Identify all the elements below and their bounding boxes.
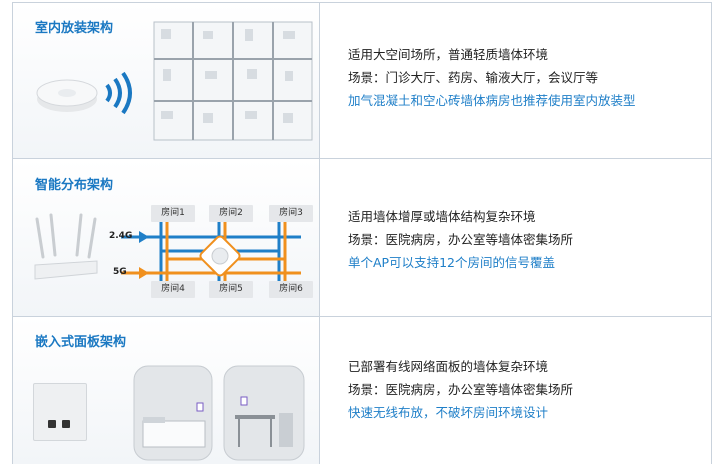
floor-plan-icon (153, 21, 313, 141)
row-description: 已部署有线网络面板的墙体复杂环境 场景：医院病房，办公室等墙体密集场所 快速无线… (348, 355, 573, 424)
row-smart: 智能分布架构 (13, 158, 711, 317)
architecture-table: 室内放装架构 (12, 2, 712, 464)
room-label: 房间2 (209, 205, 253, 222)
desc-highlight: 快速无线布放，不破坏房间环境设计 (348, 405, 549, 420)
desc-line: 场景：门诊大厅、药房、输液大厅，会议厅等 (348, 70, 599, 85)
desc-highlight: 加气混凝土和空心砖墙体病房也推荐使用室内放装型 (348, 93, 636, 108)
row-indoor: 室内放装架构 (13, 3, 711, 158)
band-24g-label: 2.4G (109, 231, 133, 241)
desc-highlight: 单个AP可以支持12个房间的信号覆盖 (348, 255, 555, 270)
row-smart-visual: 智能分布架构 (13, 159, 320, 317)
desc-line: 已部署有线网络面板的墙体复杂环境 (348, 359, 549, 374)
room-label: 房间4 (151, 281, 195, 298)
distribution-lines (121, 219, 301, 289)
band-5g-label: 5G (113, 267, 127, 277)
row-embedded-text: 已部署有线网络面板的墙体复杂环境 场景：医院病房，办公室等墙体密集场所 快速无线… (320, 317, 711, 464)
office-room-icon (223, 365, 305, 461)
row-indoor-text: 适用大空间场所，普通轻质墙体环境 场景：门诊大厅、药房、输液大厅，会议厅等 加气… (320, 3, 711, 158)
multi-antenna-ap-icon (34, 213, 98, 280)
row-title: 智能分布架构 (35, 178, 114, 193)
ward-room-icon (133, 365, 213, 461)
room-label: 房间3 (269, 205, 313, 222)
desc-line: 适用墙体增厚或墙体结构复杂环境 (348, 209, 536, 224)
row-description: 适用墙体增厚或墙体结构复杂环境 场景：医院病房，办公室等墙体密集场所 单个AP可… (348, 205, 573, 274)
row-smart-text: 适用墙体增厚或墙体结构复杂环境 场景：医院病房，办公室等墙体密集场所 单个AP可… (320, 159, 711, 317)
ceiling-ap-icon (36, 71, 132, 115)
room-label: 房间5 (209, 281, 253, 298)
row-indoor-visual: 室内放装架构 (13, 3, 320, 158)
row-title: 室内放装架构 (35, 21, 114, 36)
room-label: 房间6 (269, 281, 313, 298)
room-label: 房间1 (151, 205, 195, 222)
desc-line: 场景：医院病房，办公室等墙体密集场所 (348, 382, 574, 397)
wall-panel-ap-icon (33, 383, 87, 441)
row-embedded-visual: 嵌入式面板架构 (13, 317, 320, 464)
row-description: 适用大空间场所，普通轻质墙体环境 场景：门诊大厅、药房、输液大厅，会议厅等 加气… (348, 43, 636, 112)
row-title: 嵌入式面板架构 (35, 335, 127, 350)
row-embedded: 嵌入式面板架构 已部署有线网络面板的墙体复杂环境 (13, 316, 711, 464)
desc-line: 场景：医院病房，办公室等墙体密集场所 (348, 232, 574, 247)
desc-line: 适用大空间场所，普通轻质墙体环境 (348, 47, 549, 62)
